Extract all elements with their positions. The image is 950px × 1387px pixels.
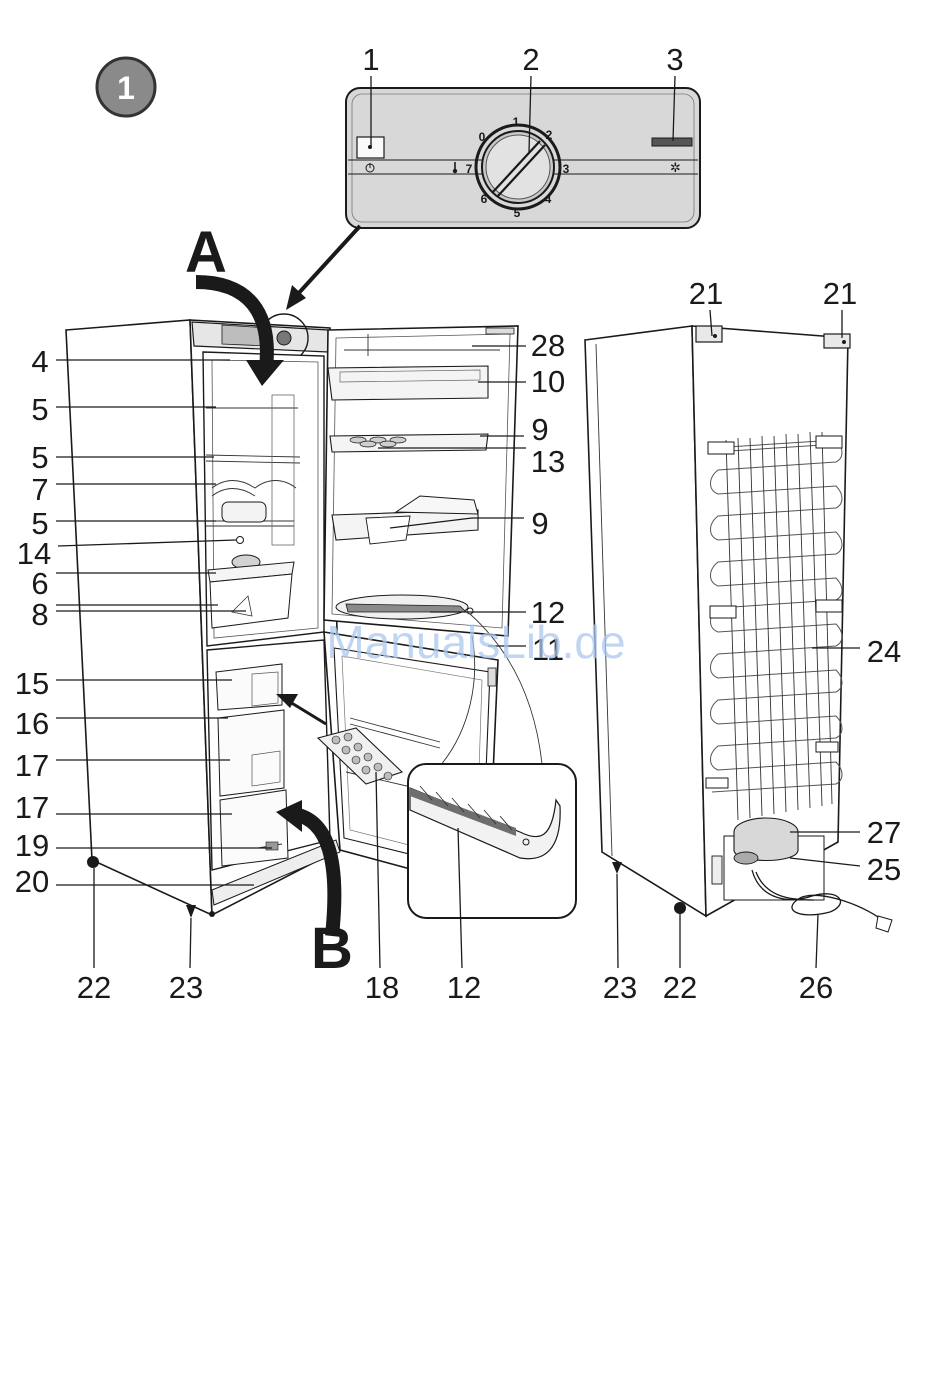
badge-number: 1 xyxy=(117,70,135,106)
callout-23b: 23 xyxy=(603,970,637,1005)
indicator-lamp xyxy=(652,138,692,146)
callout-7: 7 xyxy=(31,472,48,507)
callout-21a: 21 xyxy=(689,276,723,311)
callout-13: 13 xyxy=(531,444,565,479)
callout-10: 10 xyxy=(531,364,565,399)
fridge-door xyxy=(324,326,518,636)
callout-27: 27 xyxy=(867,815,901,850)
callout-9b: 9 xyxy=(531,506,548,541)
callout-4: 4 xyxy=(31,344,48,379)
dial-position-5: 5 xyxy=(514,206,521,220)
callout-15: 15 xyxy=(15,666,49,701)
callout-17a: 17 xyxy=(15,748,49,783)
dial-position-4: 4 xyxy=(545,192,552,206)
watermark: ManualsLib.de xyxy=(326,616,625,668)
callout-9a: 9 xyxy=(531,412,548,447)
dial-position-7: 7 xyxy=(466,162,473,176)
callout-8: 8 xyxy=(31,597,48,632)
callout-23a: 23 xyxy=(169,970,203,1005)
letter-b: B xyxy=(311,916,353,981)
callout-3: 3 xyxy=(666,42,683,77)
dial-position-2: 2 xyxy=(546,128,553,142)
callout-19: 19 xyxy=(15,828,49,863)
dial-position-0: 0 xyxy=(479,130,486,144)
dial-position-3: 3 xyxy=(563,162,570,176)
callout-26: 26 xyxy=(799,970,833,1005)
dial-position-6: 6 xyxy=(481,192,488,206)
callout-20: 20 xyxy=(15,864,49,899)
fridge-back xyxy=(585,326,892,932)
callout-18: 18 xyxy=(365,970,399,1005)
callout-5b: 5 xyxy=(31,440,48,475)
snowflake-icon: ✲ xyxy=(670,161,681,176)
callout-22a: 22 xyxy=(77,970,111,1005)
callout-28: 28 xyxy=(531,328,565,363)
control-panel: ✲ 0 1 2 3 4 5 6 7 xyxy=(346,88,700,228)
callout-16: 16 xyxy=(15,706,49,741)
callout-5a: 5 xyxy=(31,392,48,427)
figure-badge: 1 xyxy=(97,58,155,116)
callout-2: 2 xyxy=(522,42,539,77)
callout-6: 6 xyxy=(31,566,48,601)
dial-position-1: 1 xyxy=(513,115,520,129)
callout-24: 24 xyxy=(867,634,901,669)
callout-21b: 21 xyxy=(823,276,857,311)
callout-1: 1 xyxy=(362,42,379,77)
callout-17b: 17 xyxy=(15,790,49,825)
callout-22b: 22 xyxy=(663,970,697,1005)
callout-12b: 12 xyxy=(447,970,481,1005)
letter-a: A xyxy=(185,220,227,285)
callout-25: 25 xyxy=(867,852,901,887)
